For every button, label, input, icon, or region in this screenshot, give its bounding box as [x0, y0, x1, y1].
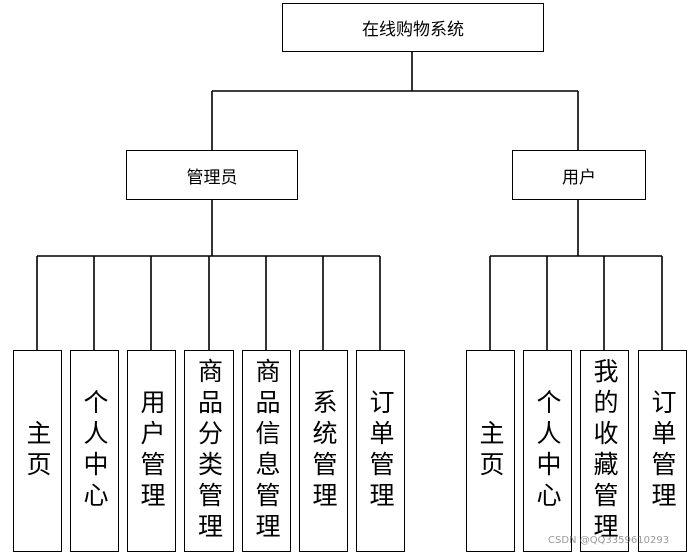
admin-node: 管理员: [126, 150, 298, 200]
admin-module-home: 主页: [13, 350, 62, 552]
admin-module-product-management: 商品信息管理: [242, 350, 291, 552]
csdn-watermark: CSDN @QQ3359610293: [548, 535, 670, 546]
admin-module-personal-center: 个人中心: [70, 350, 119, 552]
admin-module-label: 个人中心: [80, 389, 109, 513]
user-module-label: 主页: [476, 420, 505, 482]
admin-module-category-management: 商品分类管理: [184, 350, 234, 552]
admin-module-label: 用户管理: [137, 389, 166, 513]
user-module-favorites-management: 我的收藏管理: [580, 350, 629, 552]
user-module-personal-center: 个人中心: [523, 350, 572, 552]
user-module-home: 主页: [466, 350, 515, 552]
admin-module-user-management: 用户管理: [127, 350, 176, 552]
user-module-label: 我的收藏管理: [590, 358, 619, 544]
user-label: 用户: [562, 167, 596, 188]
user-node: 用户: [512, 150, 646, 200]
user-module-label: 订单管理: [648, 389, 677, 513]
admin-module-label: 订单管理: [366, 389, 395, 513]
admin-label: 管理员: [186, 167, 238, 188]
admin-module-label: 商品信息管理: [252, 358, 281, 544]
admin-module-system-management: 系统管理: [299, 350, 348, 552]
admin-module-label: 商品分类管理: [194, 358, 224, 544]
admin-module-label: 系统管理: [309, 389, 338, 513]
admin-module-order-management: 订单管理: [356, 350, 405, 552]
admin-module-label: 主页: [23, 420, 52, 482]
user-module-label: 个人中心: [533, 389, 562, 513]
root-label: 在线购物系统: [362, 20, 464, 40]
user-module-order-management: 订单管理: [638, 350, 687, 552]
root-node: 在线购物系统: [282, 3, 544, 52]
